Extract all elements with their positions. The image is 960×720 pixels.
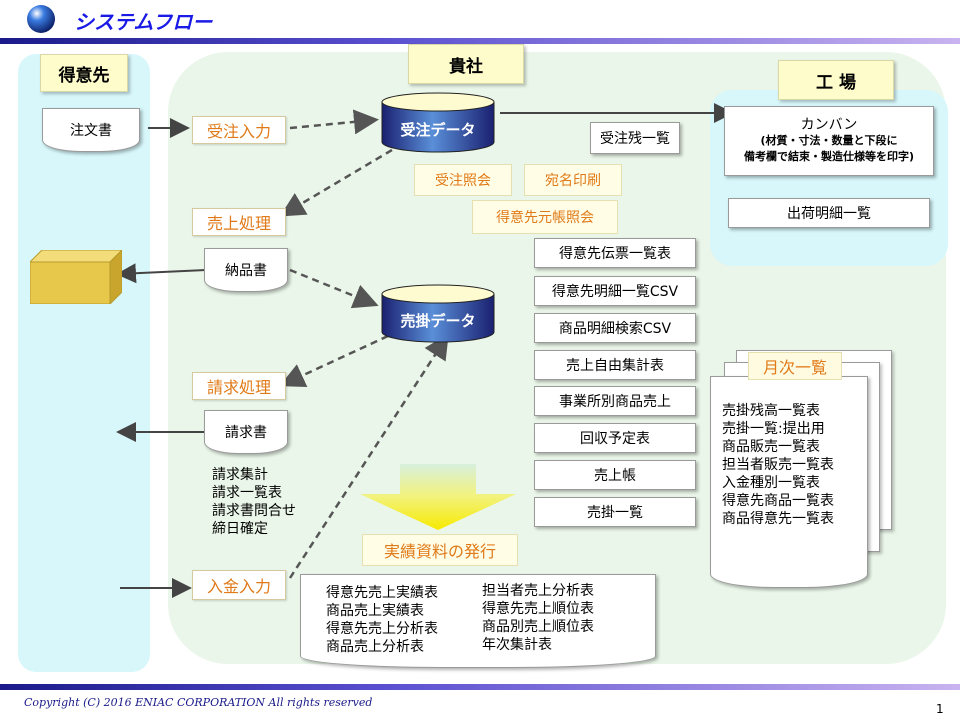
order-backlog-report: 受注残一覧 [590,122,680,154]
customer-label: 得意先 [40,54,128,92]
monthly-item: 商品販売一覧表 [722,439,820,455]
kanban-title: カンバン [800,117,858,133]
address-print-option[interactable]: 宛名印刷 [524,164,622,196]
sales-report-item: 商品明細検索CSV [534,313,696,343]
kanban-note-2: 備考欄で結束・製造仕様等を印字) [743,150,915,163]
logo-globe-icon [26,4,56,34]
order-form-doc: 注文書 [42,108,140,152]
order-entry-process[interactable]: 受注入力 [192,116,286,144]
results-doc [300,574,656,668]
monthly-list-doc [710,376,868,588]
results-col-1: 得意先売上実績表 商品売上実績表 得意先売上分析表 商品売上分析表 [326,584,476,656]
billing-process[interactable]: 請求処理 [192,372,286,400]
results-item: 商品別売上順位表 [482,619,594,635]
footer-divider [0,684,960,690]
sales-report-item: 売上自由集計表 [534,350,696,380]
sales-report-item: 得意先伝票一覧表 [534,238,696,268]
results-item: 得意先売上順位表 [482,601,594,617]
results-title: 実績資料の発行 [362,534,518,566]
billing-items-list: 請求集計 請求一覧表 請求書問合せ 締日確定 [212,466,322,538]
receivables-database: 売掛データ [380,284,496,344]
copyright-text: Copyright (C) 2016 ENIAC CORPORATION All… [24,696,373,709]
monthly-item: 入金種別一覧表 [722,475,820,491]
monthly-item: 商品得意先一覧表 [722,511,834,527]
results-item: 年次集計表 [482,637,552,653]
results-item: 商品売上分析表 [326,639,424,655]
kanban-doc: カンバン (材質・寸法・数量と下段に 備考欄で結束・製造仕様等を印字) [724,106,934,176]
monthly-item: 担当者販売一覧表 [722,457,834,473]
factory-label: 工 場 [778,60,894,100]
billing-item: 締日確定 [212,521,268,537]
billing-item: 請求一覧表 [212,485,282,501]
delivery-note-doc: 納品書 [204,248,288,292]
page-number: 1 [936,702,944,716]
header-divider [0,38,960,44]
kanban-note-1: (材質・寸法・数量と下段に [760,134,898,147]
sales-process[interactable]: 売上処理 [192,208,286,236]
order-inquiry-option[interactable]: 受注照会 [414,164,512,196]
results-col-2: 担当者売上分析表 得意先売上順位表 商品別売上順位表 年次集計表 [482,582,632,654]
payment-entry-process[interactable]: 入金入力 [192,570,286,600]
orders-database-label: 受注データ [400,120,476,139]
invoice-doc: 請求書 [204,410,288,454]
results-item: 得意先売上実績表 [326,585,438,601]
sales-report-item: 売上帳 [534,460,696,490]
billing-item: 請求集計 [212,467,268,483]
customer-panel [18,54,150,672]
sales-report-item: 事業所別商品売上 [534,386,696,416]
results-item: 得意先売上分析表 [326,621,438,637]
sales-report-item: 売掛一覧 [534,497,696,527]
company-label: 貴社 [408,44,524,84]
sales-report-item: 得意先明細一覧CSV [534,276,696,306]
monthly-items-list: 売掛残高一覧表 売掛一覧:提出用 商品販売一覧表 担当者販売一覧表 入金種別一覧… [722,402,868,528]
shipping-list-doc: 出荷明細一覧 [728,198,930,228]
package-icon [28,248,124,306]
monthly-item: 得意先商品一覧表 [722,493,834,509]
results-item: 商品売上実績表 [326,603,424,619]
orders-database: 受注データ [380,92,496,154]
receivables-database-label: 売掛データ [400,311,476,330]
page-title: システムフロー [74,10,213,34]
sales-report-item: 回収予定表 [534,423,696,453]
monthly-title: 月次一覧 [748,352,842,380]
results-item: 担当者売上分析表 [482,583,594,599]
down-arrow-icon [360,464,516,530]
ledger-inquiry-option[interactable]: 得意先元帳照会 [472,200,618,234]
monthly-item: 売掛残高一覧表 [722,403,820,419]
billing-item: 請求書問合せ [212,503,296,519]
monthly-item: 売掛一覧:提出用 [722,421,825,437]
